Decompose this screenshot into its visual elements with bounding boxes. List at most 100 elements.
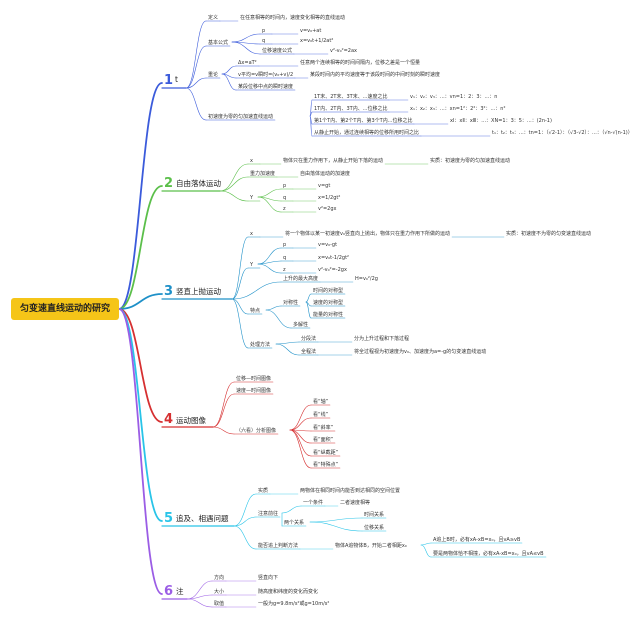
node-label[interactable]: （六看）分析图像: [236, 428, 277, 434]
branch-label[interactable]: 竖直上抛运动: [176, 287, 221, 296]
node-label[interactable]: 一个条件: [303, 500, 324, 506]
branch-number[interactable]: 3: [164, 284, 174, 299]
node-label[interactable]: 1T末、2T末、3T末、...速度之比: [314, 94, 388, 100]
node-label[interactable]: 初速度为零的匀加速直线运动: [208, 114, 274, 120]
node-label[interactable]: 对称性: [283, 300, 299, 306]
node-label[interactable]: 重论: [208, 72, 219, 78]
node-note[interactable]: x=v₀t+1/2at²: [300, 38, 334, 44]
node-note[interactable]: 任意两个连续相等的时间间隔内，位移之差是一个恒量: [300, 60, 421, 66]
node-note[interactable]: H=v₀²/2g: [355, 276, 378, 282]
node-note[interactable]: t₁：t₂：t₃：...：tn=1：（√2-1）：（√3-√2）：...：（√n…: [492, 130, 633, 136]
node-note[interactable]: x=1/2gt²: [318, 195, 341, 201]
node-note[interactable]: 二者速度相等: [340, 500, 371, 506]
node-label[interactable]: 分段法: [301, 336, 317, 342]
node-label[interactable]: 注意前往: [258, 511, 279, 517]
node-note[interactable]: 物体只在重力作用下，从静止开始下落的运动: [283, 158, 384, 164]
node-note[interactable]: v²=2gx: [318, 206, 337, 212]
node-label[interactable]: 定义: [208, 15, 219, 21]
node-note[interactable]: 将全过程视为初速度为v₀、加速度为a=-g的匀变速直线运动: [354, 349, 487, 355]
branch-number[interactable]: 1: [164, 73, 174, 88]
node-label[interactable]: 位移速度公式: [262, 48, 293, 54]
node-note[interactable]: 实质：初速度为零的匀加速直线运动: [430, 158, 511, 164]
branch-number[interactable]: 2: [164, 176, 174, 191]
branch-label[interactable]: 运动图像: [176, 416, 206, 425]
node-note[interactable]: v=v₀+at: [300, 28, 322, 34]
node-note[interactable]: 两物体在相同时间内能否到达相同的空间位置: [300, 488, 401, 494]
node-label[interactable]: 第1个T内、第2个T内、第3个T内...位移之比: [314, 118, 413, 124]
node-note[interactable]: xⅠ：xⅡ：xⅢ：...：XN=1：3：5：...：(2n-1): [450, 118, 552, 124]
node-label[interactable]: A追上B时，必有xA-xB=x₀，且vA≥vB: [433, 537, 521, 543]
node-label[interactable]: z: [283, 267, 286, 273]
root-node[interactable]: 匀变速直线运动的研究: [11, 298, 119, 320]
node-label[interactable]: 大小: [214, 589, 225, 595]
node-label[interactable]: 1T内、2T内、3T内、...位移之比: [314, 106, 388, 112]
node-note[interactable]: v=v₀-gt: [318, 242, 338, 248]
node-label[interactable]: 看“轴”: [313, 399, 329, 405]
node-note[interactable]: 一般为g=9.8m/s²或g=10m/s²: [258, 601, 330, 607]
branch-label[interactable]: 注: [176, 587, 184, 596]
branch-number[interactable]: 6: [164, 584, 174, 599]
node-label[interactable]: 时间的对称型: [313, 288, 344, 294]
node-label[interactable]: 方向: [214, 575, 225, 581]
node-label[interactable]: Y: [250, 262, 254, 268]
node-note[interactable]: 实质：初速度不为零的匀变速直线运动: [506, 231, 592, 237]
node-label[interactable]: x: [250, 231, 253, 237]
node-label[interactable]: 看“面积”: [313, 437, 334, 443]
node-label[interactable]: 从静止开始，通过连续相等的位移所用时间之比: [314, 130, 420, 136]
node-label[interactable]: 看“纵截距”: [313, 450, 339, 456]
node-note[interactable]: 竖直向下: [258, 575, 279, 581]
node-label[interactable]: 看“特殊点”: [313, 462, 339, 468]
node-note[interactable]: x=v₀t-1/2gt²: [318, 255, 350, 261]
node-label[interactable]: 重力加速度: [250, 171, 276, 177]
node-note[interactable]: 某段时间内的平均速度等于该段时间的中间时刻的瞬时速度: [310, 72, 441, 78]
node-label[interactable]: 位移—时间图像: [236, 376, 272, 382]
node-label[interactable]: 处理方法: [250, 342, 271, 348]
node-label[interactable]: 能否追上判断方法: [258, 543, 299, 549]
connector-line: [275, 343, 300, 356]
branch-label[interactable]: 追及、相遇问题: [176, 514, 229, 523]
node-label[interactable]: Δx=aT²: [238, 60, 257, 66]
branch-number[interactable]: 4: [164, 412, 174, 427]
node-label[interactable]: p: [283, 242, 287, 248]
node-label[interactable]: v平均=v瞬时=(v₀+v)/2: [238, 72, 294, 78]
node-label[interactable]: 实质: [258, 488, 269, 494]
node-label[interactable]: 全程法: [301, 349, 317, 355]
branch-number[interactable]: 5: [164, 511, 174, 526]
node-note[interactable]: 将一个物体以某一初速度v₀竖直向上抛出，物体只在重力作用下所做的运动: [285, 231, 450, 237]
node-label[interactable]: 要是两物体恰不相撞，必有xA-xB=x₀，且vA≤vB: [433, 551, 544, 557]
node-label[interactable]: z: [283, 206, 286, 212]
node-label[interactable]: 基本公式: [208, 40, 229, 46]
node-note[interactable]: v²-v₀²=2ax: [330, 48, 357, 54]
node-label[interactable]: 看“斜率”: [313, 425, 334, 431]
node-label[interactable]: 多解性: [293, 322, 309, 328]
node-note[interactable]: 在任意相等的时间内，速度变化相等的直线运动: [240, 15, 346, 21]
node-note[interactable]: v=gt: [318, 183, 331, 189]
node-label[interactable]: Y: [250, 195, 254, 201]
node-label[interactable]: 速度—时间图像: [236, 388, 272, 394]
node-label[interactable]: 某段位移中点的瞬时速度: [238, 84, 294, 90]
node-label[interactable]: 取值: [214, 601, 225, 607]
node-label[interactable]: q: [262, 38, 266, 44]
node-label[interactable]: x: [250, 158, 253, 164]
node-label[interactable]: p: [283, 183, 287, 189]
node-label[interactable]: 上升的最大高度: [283, 276, 319, 282]
branch-label[interactable]: 自由落体运动: [176, 179, 221, 188]
node-label[interactable]: q: [283, 195, 287, 201]
node-label[interactable]: 看“线”: [313, 412, 329, 418]
node-label[interactable]: 能量的对称性: [313, 312, 344, 318]
node-note[interactable]: 自由落体运动的加速度: [300, 171, 351, 177]
node-label[interactable]: p: [262, 28, 266, 34]
node-note[interactable]: v²-v₀²=-2gx: [318, 267, 347, 273]
branch-label[interactable]: t: [175, 75, 178, 84]
node-note[interactable]: 物体A追物体B，开始二者相距x₀: [335, 543, 407, 549]
node-label[interactable]: 特点: [250, 308, 261, 314]
node-label[interactable]: 时间关系: [364, 512, 385, 518]
node-label[interactable]: 位移关系: [364, 525, 385, 531]
node-label[interactable]: 速度的对称型: [313, 300, 344, 306]
node-label[interactable]: 两个关系: [284, 520, 305, 526]
node-label[interactable]: q: [283, 255, 287, 261]
node-note[interactable]: 随高度和纬度的变化而变化: [258, 589, 319, 595]
node-note[interactable]: v₁：v₂：v₃：...：vn=1：2：3：...：n: [410, 94, 498, 100]
node-note[interactable]: x₁：x₂：x₃：...：xn=1²：2²：3²：...：n²: [410, 106, 506, 112]
node-note[interactable]: 分为上升过程和下落过程: [354, 336, 410, 342]
